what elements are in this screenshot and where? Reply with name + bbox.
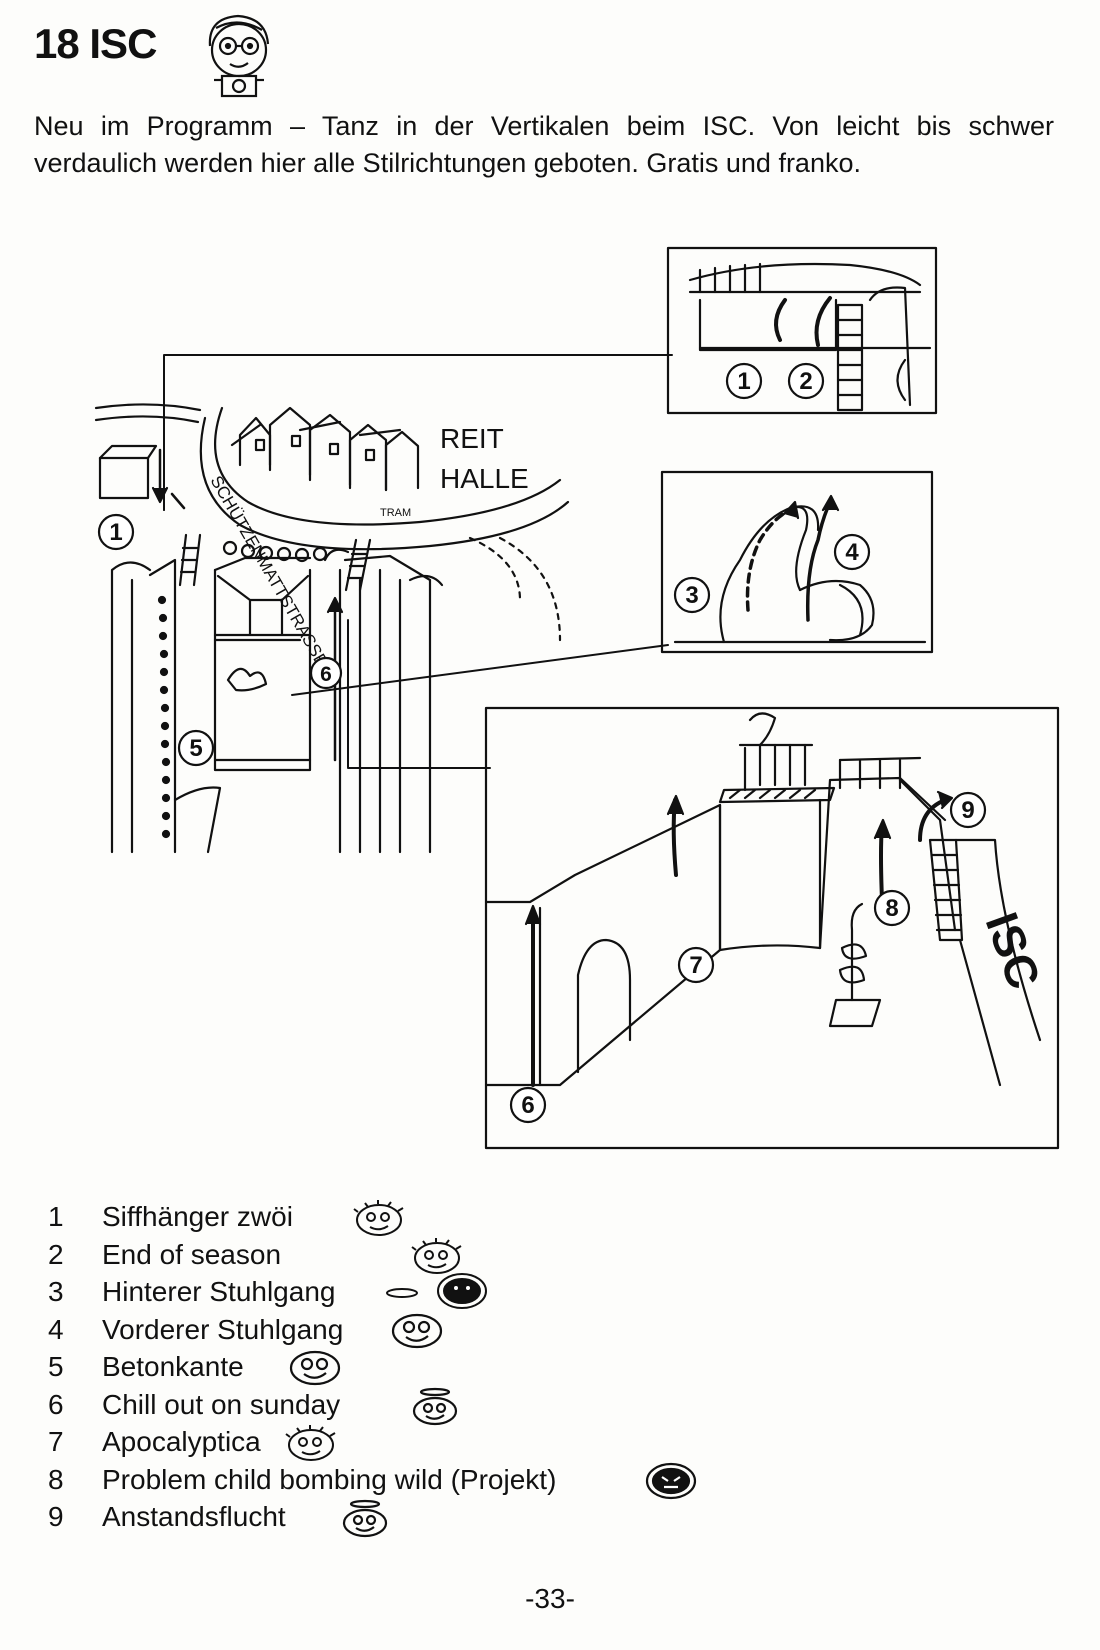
route-list: 1 Siffhänger zwöi 2 End of season 3 Hintere…: [48, 1198, 697, 1538]
svg-text:1: 1: [737, 368, 750, 395]
route-marker-3-panel: 3: [673, 576, 711, 614]
route-number: 9: [48, 1501, 64, 1532]
route-marker-6-panel: 6: [509, 1086, 547, 1124]
intro-paragraph: Neu im Programm – Tanz in der Vertikalen…: [34, 111, 1054, 178]
black-face-icon: [645, 1462, 697, 1499]
page-title: 18 ISC: [34, 20, 157, 67]
overview-map: [94, 403, 570, 854]
halo-smiley-face-icon: [342, 1499, 388, 1538]
route-number: 4: [48, 1313, 64, 1345]
route-number: 8: [48, 1463, 64, 1495]
svg-text:4: 4: [845, 539, 859, 566]
dotted-face-icon: [411, 1237, 462, 1274]
hall-label-line1: REIT: [440, 423, 504, 454]
svg-text:7: 7: [689, 952, 702, 979]
route-name: Anstandsflucht: [102, 1501, 286, 1532]
route-number: 6: [48, 1388, 64, 1420]
detail-panel-routes-3-4: [660, 470, 934, 654]
svg-text:3: 3: [685, 582, 698, 609]
hall-label-line2: HALLE: [440, 463, 529, 494]
page-number: -33-: [525, 1583, 575, 1614]
list-item: 5 Betonkante: [48, 1348, 556, 1386]
svg-text:9: 9: [961, 797, 974, 824]
detail-panel-routes-5-9: ISC: [484, 706, 1060, 1150]
route-marker-8-panel: 8: [873, 889, 911, 927]
route-marker-9-panel: 9: [949, 791, 987, 829]
route-number: 7: [48, 1426, 64, 1457]
route-number: 1: [48, 1201, 64, 1232]
list-item: 2 End of season: [48, 1236, 556, 1274]
route-marker-7-panel: 7: [677, 946, 715, 984]
route-number: 5: [48, 1351, 64, 1382]
detail-panel-routes-1-2: [666, 246, 938, 415]
svg-text:8: 8: [885, 895, 898, 922]
route-marker-1-panel: 1: [725, 362, 763, 400]
route-name: Problem child bombing wild (Projekt): [102, 1463, 557, 1495]
list-item: 3 Hinterer Stuhlgang: [48, 1273, 556, 1311]
route-marker-5-map: 5: [177, 729, 215, 767]
route-marker-4-panel: 4: [833, 533, 871, 571]
dotted-face-icon: [353, 1200, 404, 1236]
route-marker-1-map: 1: [97, 513, 135, 551]
list-item: 8 Problem child bombing wild (Projekt): [48, 1461, 697, 1499]
list-item: 1 Siffhänger zwöi: [48, 1198, 556, 1236]
smiley-face-icon: [289, 1350, 341, 1386]
route-number: 3: [48, 1276, 64, 1307]
route-name: Betonkante: [102, 1351, 244, 1382]
connector-lines: [163, 354, 673, 769]
dark-face-halo-icon: [386, 1273, 487, 1309]
route-name: Vorderer Stuhlgang: [102, 1313, 344, 1345]
route-marker-6-map: 6: [309, 656, 343, 690]
wall-graffiti-label: ISC: [976, 906, 1051, 996]
route-number: 2: [48, 1238, 64, 1270]
smiley-face-icon: [391, 1313, 443, 1348]
svg-text:1: 1: [109, 519, 122, 546]
list-item: 6 Chill out on sunday: [48, 1386, 556, 1425]
dotted-face-icon: [285, 1425, 336, 1461]
route-name: Apocalyptica: [102, 1426, 261, 1457]
svg-text:2: 2: [799, 368, 812, 395]
svg-text:6: 6: [521, 1092, 534, 1119]
crag-topo-drawing: ISC SCHÜTZENMATTSTRASSE REIT HALLE TRAM …: [94, 246, 1060, 1150]
route-name: Chill out on sunday: [102, 1388, 341, 1420]
route-name: Siffhänger zwöi: [102, 1201, 293, 1232]
route-name: End of season: [102, 1238, 282, 1270]
route-name: Hinterer Stuhlgang: [102, 1276, 336, 1307]
list-item: 9 Anstandsflucht: [48, 1498, 556, 1538]
svg-text:6: 6: [320, 663, 332, 686]
mascot-icon: [208, 14, 270, 98]
list-item: 7 Apocalyptica: [48, 1423, 556, 1461]
tram-label: TRAM: [380, 507, 411, 519]
svg-text:5: 5: [189, 735, 202, 762]
route-marker-2-panel: 2: [787, 362, 825, 400]
halo-smiley-face-icon: [412, 1387, 458, 1425]
list-item: 4 Vorderer Stuhlgang: [48, 1311, 556, 1349]
